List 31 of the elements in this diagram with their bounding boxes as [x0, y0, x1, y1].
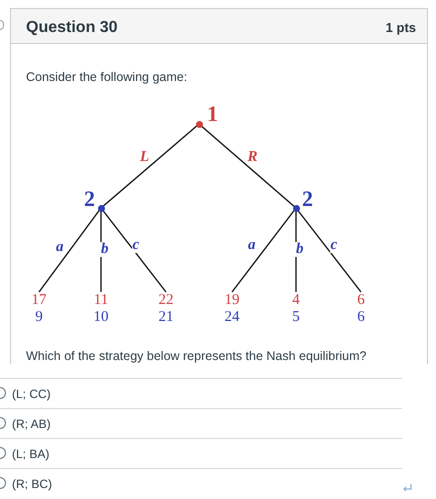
- question-text: Which of the strategy below represents the Nash equilibrium?: [26, 348, 366, 365]
- payoff-value: 6: [357, 309, 365, 326]
- payoff-value: 24: [224, 309, 240, 326]
- tree-branch: [100, 124, 200, 208]
- player-number: 2: [84, 188, 95, 210]
- payoff-value: 22: [158, 292, 174, 309]
- tree-branch: [38, 208, 102, 292]
- edge-label: b: [100, 242, 110, 257]
- edge-label: R: [246, 150, 259, 165]
- payoff-value: 10: [94, 309, 108, 326]
- payoff-value: 19: [224, 292, 240, 309]
- decision-node: [291, 188, 313, 212]
- answer-option: (R; AB): [12, 415, 51, 433]
- payoff-value: 17: [32, 292, 46, 309]
- tree-branch: [231, 208, 297, 292]
- player-number: 2: [302, 188, 313, 210]
- answer-option: (R; BC): [12, 475, 52, 493]
- answer-option: (L; BA): [12, 445, 50, 463]
- payoff-value: 4: [292, 292, 300, 309]
- payoff-value: 5: [292, 309, 300, 326]
- edge-label: b: [295, 242, 304, 257]
- decision-node: [84, 188, 106, 212]
- answer-option: (L; CC): [12, 385, 51, 403]
- question-title: Question 30: [26, 18, 118, 38]
- payoff-value: 6: [357, 292, 365, 309]
- payoff-value: 21: [158, 309, 174, 326]
- player-number: 1: [207, 103, 218, 125]
- payoff-value: 9: [35, 309, 43, 326]
- payoff-value: 11: [94, 292, 108, 309]
- points-text: 1 pts: [386, 19, 416, 37]
- question-text: Consider the following game:: [26, 69, 188, 86]
